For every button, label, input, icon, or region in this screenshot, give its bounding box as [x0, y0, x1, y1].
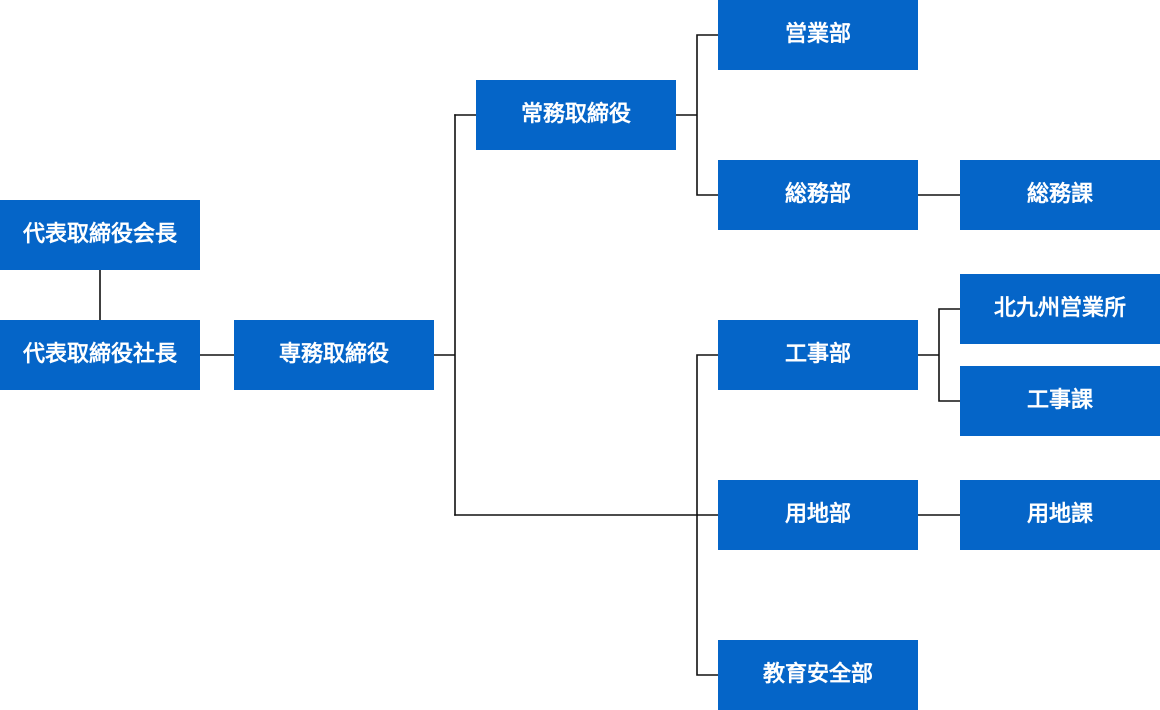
- kitakyushu-sales-office-box: 北九州営業所: [960, 274, 1160, 344]
- general-affairs-department-box: 総務部: [718, 160, 918, 230]
- senior-md-trunk-connector: [433, 114, 456, 516]
- president-box: 代表取締役社長: [0, 320, 200, 390]
- managing-director-box: 常務取締役: [476, 80, 676, 150]
- land-section-box: 用地課: [960, 480, 1160, 550]
- md-departments-connector: [675, 34, 719, 196]
- general-affairs-section-box: 総務課: [960, 160, 1160, 230]
- senior-managing-director-box: 専務取締役: [234, 320, 434, 390]
- lower-departments-connector: [696, 354, 719, 676]
- chairman-box: 代表取締役会長: [0, 200, 200, 270]
- sales-department-box: 営業部: [718, 0, 918, 70]
- construction-department-box: 工事部: [718, 320, 918, 390]
- construction-section-box: 工事課: [960, 366, 1160, 436]
- construction-sections-connector: [917, 308, 961, 402]
- education-safety-department-box: 教育安全部: [718, 640, 918, 710]
- land-department-box: 用地部: [718, 480, 918, 550]
